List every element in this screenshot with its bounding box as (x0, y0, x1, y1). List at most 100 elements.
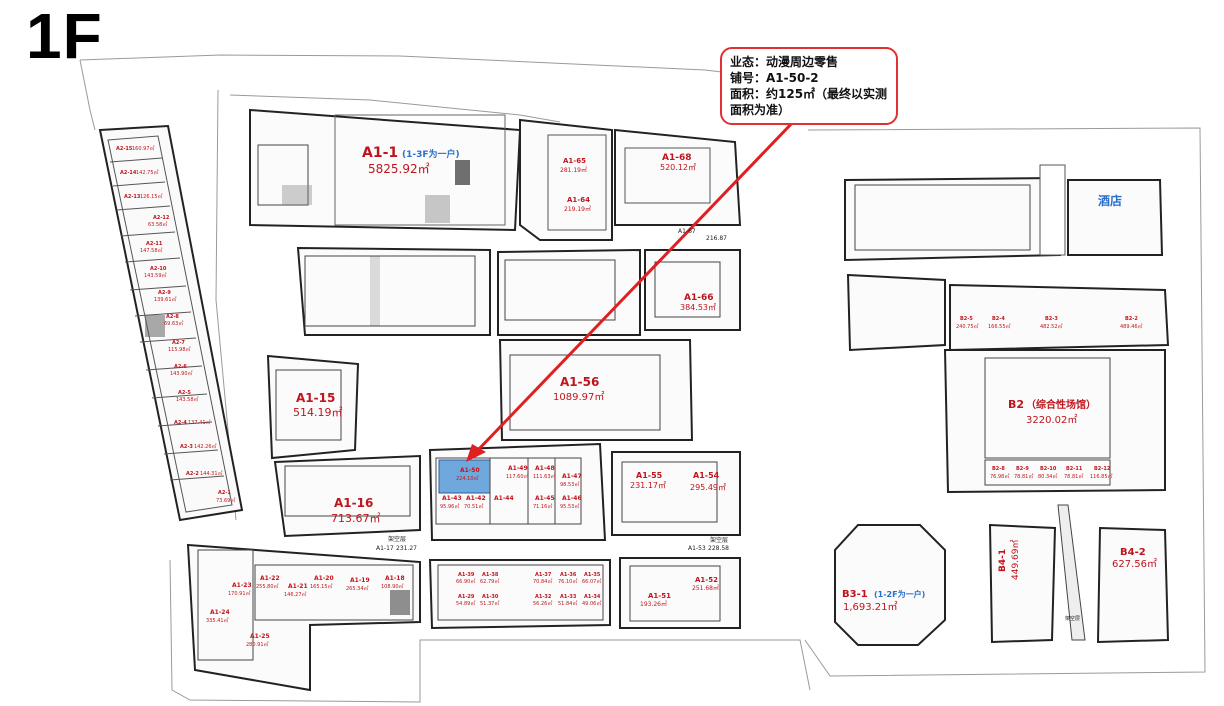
unit-a1-45-area: 71.16㎡ (533, 503, 552, 510)
unit-a1-17-id: A1-17 (376, 545, 394, 552)
unit-a1-66-id: A1-66 (684, 293, 714, 303)
unit-b3-1-note: (1-2F为一户) (874, 589, 925, 599)
unit-a1-65-area: 281.19㎡ (560, 166, 587, 174)
unit-b2-12-id: B2-12 (1094, 466, 1111, 472)
unit-a1-33-id: A1-33 (560, 594, 577, 600)
unit-b2-2-area: 489.46㎡ (1120, 323, 1143, 330)
unit-b2-note: （综合性场馆） (1026, 398, 1096, 411)
unit-b2-5-area: 240.75㎡ (956, 323, 979, 330)
unit-a1-34-id: A1-34 (584, 594, 601, 600)
unit-a1-15-id: A1-15 (296, 391, 335, 405)
unit-b2-9-area: 78.81㎡ (1014, 473, 1033, 480)
unit-a1-56-id: A1-56 (560, 375, 599, 389)
a1-50-2-highlight[interactable] (438, 459, 491, 494)
unit-a1-37-area: 70.84㎡ (533, 578, 552, 585)
unit-a1-35-id: A1-35 (584, 572, 601, 578)
unit-b3-1-area: 1,693.21㎡ (843, 601, 898, 613)
unit-a1-16-id: A1-16 (334, 496, 373, 510)
unit-a2-1-area: 73.69㎡ (216, 497, 235, 504)
unit-a1-49-id: A1-49 (508, 465, 528, 472)
unit-a1-30-id: A1-30 (482, 594, 499, 600)
unit-b4-2-area: 627.56㎡ (1112, 558, 1157, 570)
unit-a1-53-area: 228.58 (708, 545, 729, 552)
unit-a1-24-area: 335.41㎡ (206, 617, 229, 624)
floor-label: 1F (26, 0, 103, 72)
unit-a2-7-area: 115.98㎡ (168, 346, 191, 353)
unit-b4-2-id: B4-2 (1120, 547, 1146, 558)
unit-a1-56-area: 1089.97㎡ (553, 391, 604, 403)
unit-a1-22-id: A1-22 (260, 575, 280, 582)
unit-a1-65-id: A1-65 (563, 157, 586, 165)
unit-a1-47-id: A1-47 (562, 473, 582, 480)
unit-a1-33-area: 51.84㎡ (558, 600, 577, 607)
unit-a1-36-area: 76.10㎡ (558, 578, 577, 585)
unit-b2-12-area: 116.85㎡ (1090, 473, 1113, 480)
b-zone (834, 164, 1170, 646)
a2-building (98, 124, 244, 522)
unit-a1-32-area: 56.26㎡ (533, 600, 552, 607)
unit-b3-1-id: B3-1 (842, 589, 868, 600)
unit-a1-43-id: A1-43 (442, 495, 462, 502)
unit-a2-5-area: 143.58㎡ (176, 396, 199, 403)
callout-business-type: 业态：动漫周边零售 (730, 55, 839, 69)
unit-a1-22-area: 255.80㎡ (256, 583, 279, 590)
unit-a1-45-id: A1-45 (535, 495, 555, 502)
unit-a1-52-id: A1-52 (695, 576, 718, 584)
unit-a1-51-id: A1-51 (648, 592, 671, 600)
unit-a1-67-id: A1-67 (678, 228, 696, 235)
unit-a1-42-area: 70.51㎡ (464, 503, 483, 510)
unit-a1-50-id: A1-50 (460, 467, 480, 474)
unit-b2-11-id: B2-11 (1066, 466, 1083, 472)
unit-a2-13-id: A2-13 (124, 194, 141, 200)
unit-a2-8-id: A2-8 (166, 314, 179, 320)
unit-a1-29-id: A1-29 (458, 594, 475, 600)
unit-a1-24-id: A1-24 (210, 609, 230, 616)
unit-a1-23-id: A1-23 (232, 582, 252, 589)
unit-b2-4-area: 166.55㎡ (988, 323, 1011, 330)
hotel-label: 酒店 (1098, 193, 1122, 208)
unit-b2-8-area: 76.98㎡ (990, 473, 1009, 480)
unit-a2-4-area: 137.41㎡ (188, 419, 211, 426)
unit-a2-2-area: 144.31㎡ (200, 470, 223, 477)
unit-a1-54-area: 295.49㎡ (690, 483, 726, 492)
unit-a1-19-area: 265.34㎡ (346, 585, 369, 592)
unit-b4-1-id: B4-1 (998, 549, 1008, 572)
callout-shop-number: 铺号：A1-50-2 (730, 71, 819, 85)
unit-a1-15-area: 514.19㎡ (293, 406, 343, 419)
unit-b2-5-id: B2-5 (960, 316, 973, 322)
unit-b4-1-area: 449.69㎡ (1010, 540, 1021, 581)
unit-a1-39-id: A1-39 (458, 572, 475, 578)
unit-a1-21-area: 146.27㎡ (284, 591, 307, 598)
unit-a1-52-area: 251.68㎡ (692, 584, 719, 592)
unit-a2-4-id: A2-4 (174, 420, 187, 426)
unit-a2-7-id: A2-7 (172, 340, 185, 346)
unit-a1-48-area: 111.63㎡ (533, 473, 556, 480)
unit-a1-37-id: A1-37 (535, 572, 552, 578)
unit-a1-23-area: 170.91㎡ (228, 590, 251, 597)
unit-a2-15-area: 160.97㎡ (132, 145, 155, 152)
unit-a2-8-area: 69.63㎡ (164, 320, 183, 327)
unit-a1-30-area: 51.37㎡ (480, 600, 499, 607)
unit-labels: A1-1 (1-3F为一户) 5825.92㎡ A1-68 520.12㎡ A1… (116, 145, 1157, 648)
unit-a1-19-id: A1-19 (350, 577, 370, 584)
unit-a2-12-area: 63.58㎡ (148, 221, 167, 228)
unit-a1-18-id: A1-18 (385, 575, 405, 582)
unit-a2-3-id: A2-3 (180, 444, 193, 450)
shop-info-callout: 业态：动漫周边零售 铺号：A1-50-2 面积：约125㎡（最终以实测面积为准） (720, 47, 898, 125)
unit-a1-1-area: 5825.92㎡ (368, 162, 430, 176)
unit-a1-68-area: 520.12㎡ (660, 163, 696, 172)
unit-a1-21-id: A1-21 (288, 583, 308, 590)
unit-a1-29-area: 54.89㎡ (456, 600, 475, 607)
unit-b2-id: B2 (1008, 398, 1024, 411)
unit-a1-36-id: A1-36 (560, 572, 577, 578)
unit-a1-46-id: A1-46 (562, 495, 582, 502)
unit-a2-10-id: A2-10 (150, 266, 167, 272)
kongdi-label-b: 架空层 (710, 536, 728, 544)
unit-a1-55-area: 231.17㎡ (630, 481, 666, 490)
unit-a1-47-area: 98.53㎡ (560, 481, 579, 488)
unit-a1-38-id: A1-38 (482, 572, 499, 578)
unit-a1-68-id: A1-68 (662, 153, 692, 163)
unit-a1-46-area: 95.53㎡ (560, 503, 579, 510)
unit-a1-18-area: 108.90㎡ (381, 583, 404, 590)
